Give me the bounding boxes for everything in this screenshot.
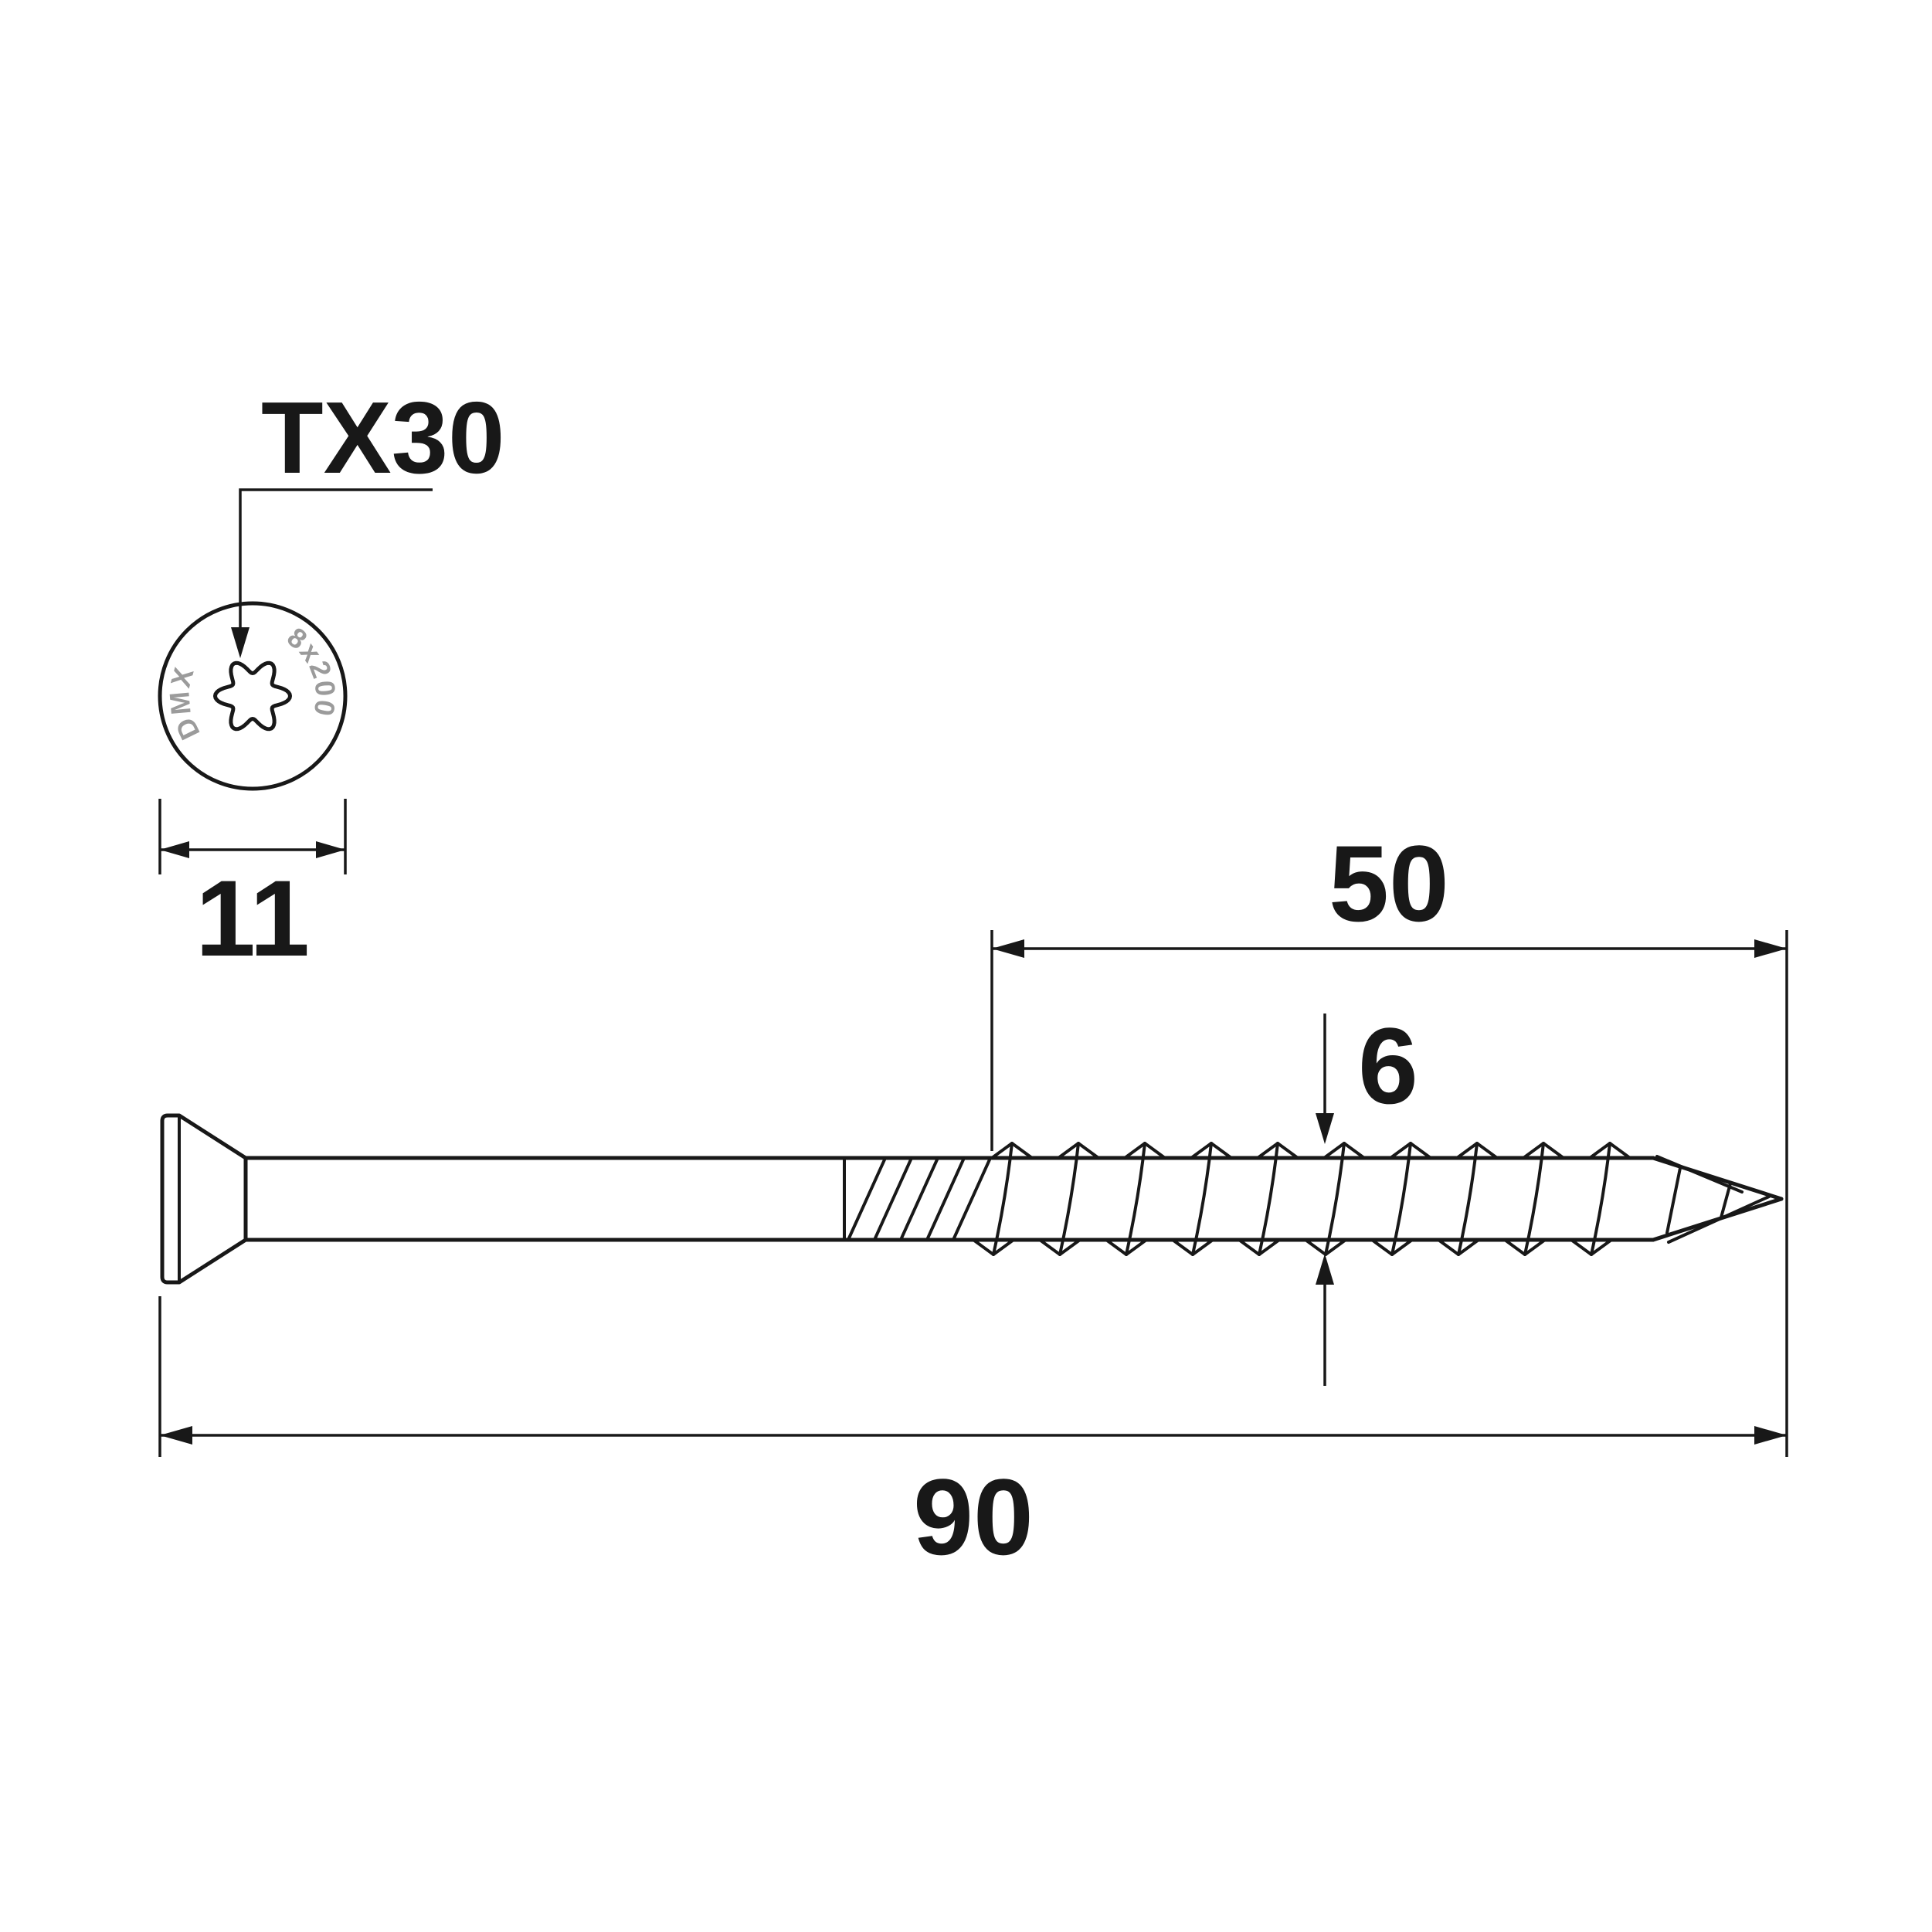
- thread-length-value: 50: [1329, 823, 1449, 944]
- drive-leader-arrow: [231, 627, 250, 658]
- knurl-hatch-line: [952, 1156, 992, 1241]
- arrow-left: [992, 939, 1024, 958]
- drive-callout: TX30: [231, 381, 505, 658]
- total-length-dimension: 90: [158, 1296, 1787, 1577]
- drive-leader-line: [239, 488, 433, 627]
- thread-diameter-dimension: 6: [1316, 1005, 1418, 1386]
- screw-side-view: [160, 1113, 1784, 1285]
- thread-flight: [1324, 1142, 1346, 1256]
- arrow-left: [160, 841, 189, 858]
- thread-flight: [1058, 1142, 1080, 1256]
- tip-cut-line-upper: [1655, 1155, 1744, 1193]
- knurl-hatch-line: [925, 1156, 966, 1241]
- thread-length-dimension: 50: [990, 823, 1788, 1457]
- arrow-up: [1316, 1254, 1334, 1285]
- arrow-right: [316, 841, 345, 858]
- total-length-value: 90: [913, 1456, 1034, 1577]
- thread-flight: [1523, 1142, 1545, 1256]
- thread-region: [972, 1142, 1632, 1256]
- knurl-hatch-line: [873, 1156, 913, 1241]
- tip-flight-2: [1720, 1182, 1732, 1219]
- thread-flight: [1258, 1142, 1279, 1256]
- tip-cut-line-lower: [1667, 1195, 1771, 1244]
- thread-diameter-value: 6: [1358, 1005, 1418, 1126]
- drive-size-label: TX30: [261, 381, 505, 494]
- thread-flight: [992, 1142, 1014, 1256]
- thread-flight: [1590, 1142, 1611, 1256]
- arrow-left: [160, 1426, 192, 1445]
- knurl-hatch-line: [899, 1156, 939, 1241]
- head-diameter-value: 11: [195, 857, 310, 979]
- head-diameter-dimension: 11: [158, 799, 347, 979]
- thread-flight: [1191, 1142, 1213, 1256]
- thread-flight: [1125, 1142, 1146, 1256]
- knurl-hatch-line: [847, 1156, 887, 1241]
- head-top-view: DMX 8x200: [158, 601, 348, 791]
- knurl-zone: [843, 1156, 992, 1241]
- arrow-down: [1316, 1113, 1334, 1144]
- screw-tip: [1651, 1155, 1784, 1244]
- arrow-right: [1754, 939, 1787, 958]
- torx-recess: [213, 660, 292, 732]
- arrow-right: [1754, 1426, 1787, 1445]
- thread-flight: [1457, 1142, 1479, 1256]
- thread-flight: [1390, 1142, 1412, 1256]
- screw-head-profile: [160, 1113, 248, 1285]
- tip-flight-1: [1665, 1166, 1682, 1234]
